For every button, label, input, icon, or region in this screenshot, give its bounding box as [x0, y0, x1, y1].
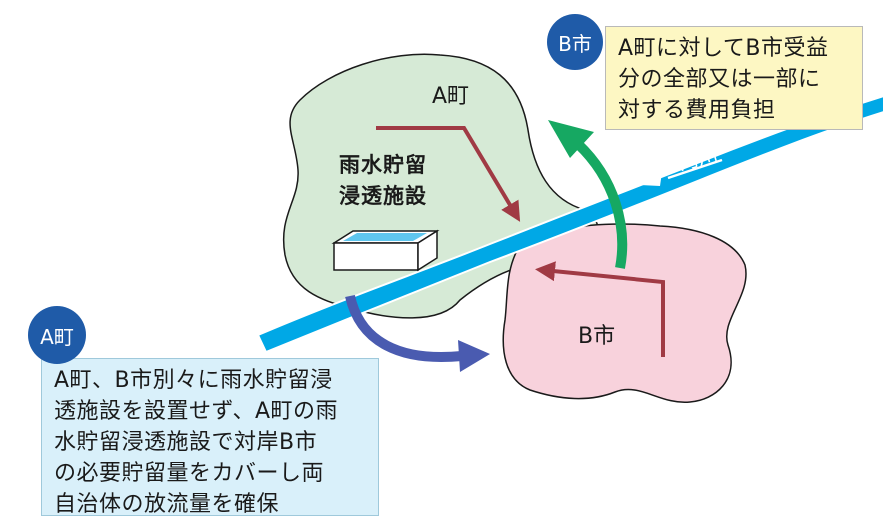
river-flow-arrow: [640, 158, 723, 186]
facility-label-line-2: 浸透施設: [339, 184, 427, 208]
storage-facility-box: [331, 229, 440, 272]
town-a-note-line-4: の必要貯留量をカバーし両: [54, 461, 325, 486]
facility-label: 雨水貯留 浸透施設: [318, 150, 448, 212]
runoff-arrow-town-a: [376, 126, 521, 222]
town-a-label: A町: [432, 84, 470, 109]
town-a-note-line-1: A町、B市別々に雨水貯留浸: [54, 368, 333, 393]
town-a-note-line-5: 自治体の放流量を確保: [54, 492, 280, 517]
town-a-note-line-3: 水貯留浸透施設で対岸B市: [54, 430, 318, 455]
city-b-cost-note: A町に対してB市受益 分の全部又は一部に 対する費用負担: [605, 26, 863, 130]
city-b-label: B市: [578, 324, 616, 349]
town-a-note-line-2: 透施設を設置せず、A町の雨: [54, 399, 339, 424]
city-b-badge: B市: [547, 14, 603, 70]
city-b-note-line-2: 分の全部又は一部に: [618, 67, 821, 92]
runoff-arrow-city-b: [535, 261, 665, 357]
storage-transfer-arrow: [345, 294, 490, 372]
payment-arrow: [548, 120, 628, 269]
facility-label-line-1: 雨水貯留: [339, 153, 427, 177]
city-b-region: [502, 223, 747, 403]
town-a-badge: A町: [28, 306, 86, 364]
city-b-note-line-1: A町に対してB市受益: [618, 36, 829, 61]
town-a-storage-note: A町、B市別々に雨水貯留浸 透施設を設置せず、A町の雨 水貯留浸透施設で対岸B市…: [41, 358, 379, 517]
city-b-note-line-3: 対する費用負担: [618, 98, 776, 123]
